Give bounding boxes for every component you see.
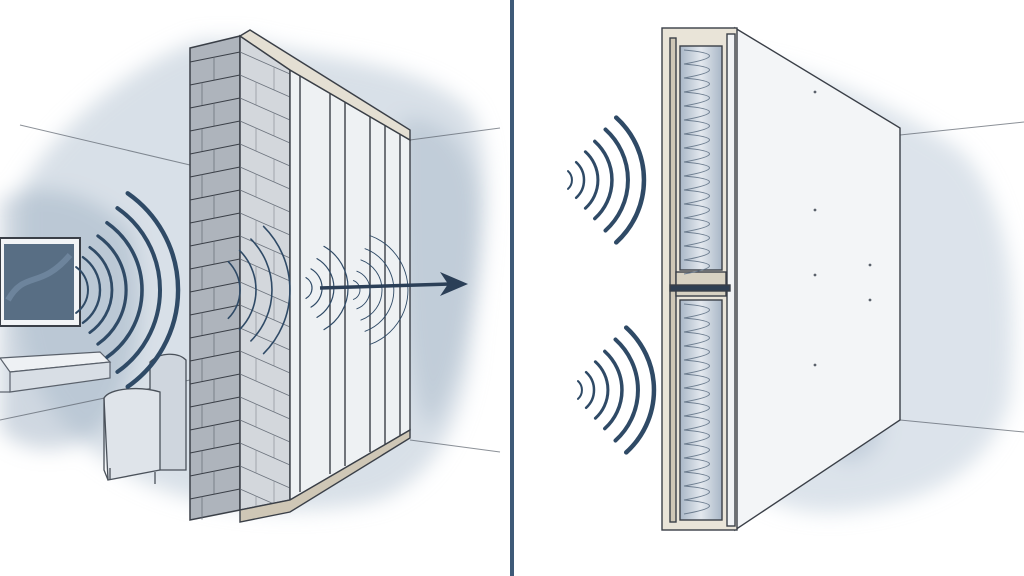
insulation-lower (680, 300, 722, 520)
masonry-wall (190, 36, 290, 520)
sound-wave-arc (576, 162, 584, 198)
sound-wave-arc (595, 362, 608, 418)
sound-wave-arc (626, 328, 654, 453)
sound-wave-arc (616, 340, 638, 441)
sound-wave-arc (606, 130, 628, 231)
sound-wave-arc (586, 372, 594, 408)
left-panel (0, 30, 500, 522)
sound-wave-arc (568, 171, 572, 189)
right-panel (568, 28, 1024, 530)
sound-wave-arc (616, 118, 644, 243)
tv-icon (0, 238, 80, 326)
sound-waves-lower (578, 328, 654, 453)
sound-wave-arc (585, 152, 598, 208)
sound-wave-arc (578, 381, 582, 399)
insulated-wall-section (662, 28, 737, 530)
mid-blocking (676, 272, 726, 296)
sound-waves-upper (568, 118, 644, 243)
